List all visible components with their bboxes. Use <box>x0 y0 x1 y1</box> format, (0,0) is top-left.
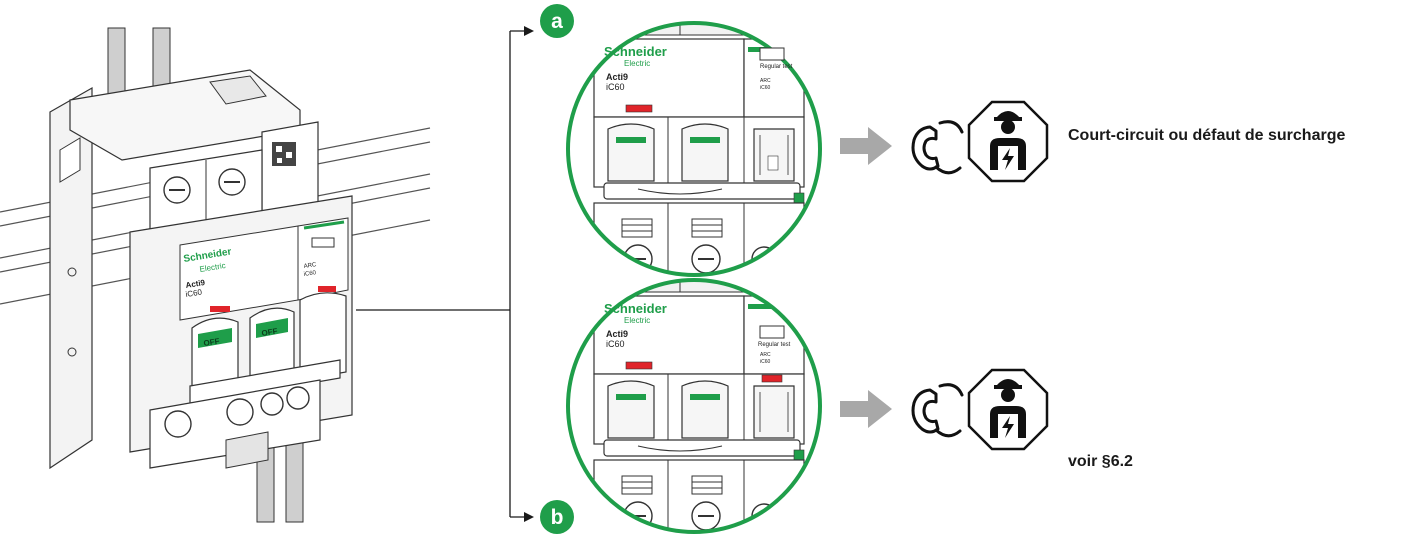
scenario-a-caption: Court-circuit ou défaut de surcharge <box>1068 127 1345 145</box>
zoom-a-regular-test: Regular test <box>760 64 793 70</box>
zoom-a-brand: Schneider <box>604 44 667 59</box>
zoom-b-regular-test: Regular test <box>758 342 791 348</box>
zoom-b-series: Acti9 <box>606 329 628 339</box>
zoom-b-model: iC60 <box>606 339 625 349</box>
zoom-a-series: Acti9 <box>606 72 628 82</box>
zoom-a-brand-sub: Electric <box>624 59 650 68</box>
badge-b: b <box>540 500 574 534</box>
badge-a: a <box>540 4 574 38</box>
electrician-icon <box>969 370 1047 449</box>
badge-a-label: a <box>551 10 563 33</box>
zoom-b-brand-sub: Electric <box>624 316 650 325</box>
zoom-b-arc: ARC <box>760 352 771 358</box>
zoom-b-brand: Schneider <box>604 301 667 316</box>
zoom-a-arc-model: iC60 <box>760 85 771 91</box>
phone-icon <box>913 385 962 436</box>
zoom-view-a: Schneider Electric Acti9 iC60 Regular te… <box>568 23 828 283</box>
branch-connector <box>356 31 528 517</box>
badge-b-label: b <box>551 506 564 529</box>
result-arrow-a <box>840 127 892 165</box>
arrow-head-a <box>524 26 534 36</box>
zoom-b-arc-model: iC60 <box>760 359 771 365</box>
zoom-view-b: Schneider Electric Acti9 iC60 Regular te… <box>568 280 828 540</box>
electrician-icon <box>969 102 1047 181</box>
result-arrow-b <box>840 390 892 428</box>
zoom-a-model: iC60 <box>606 82 625 92</box>
phone-icon <box>913 122 962 173</box>
scenario-b-caption: voir §6.2 <box>1068 453 1133 471</box>
zoom-a-arc: ARC <box>760 78 771 84</box>
arrow-head-b <box>524 512 534 522</box>
